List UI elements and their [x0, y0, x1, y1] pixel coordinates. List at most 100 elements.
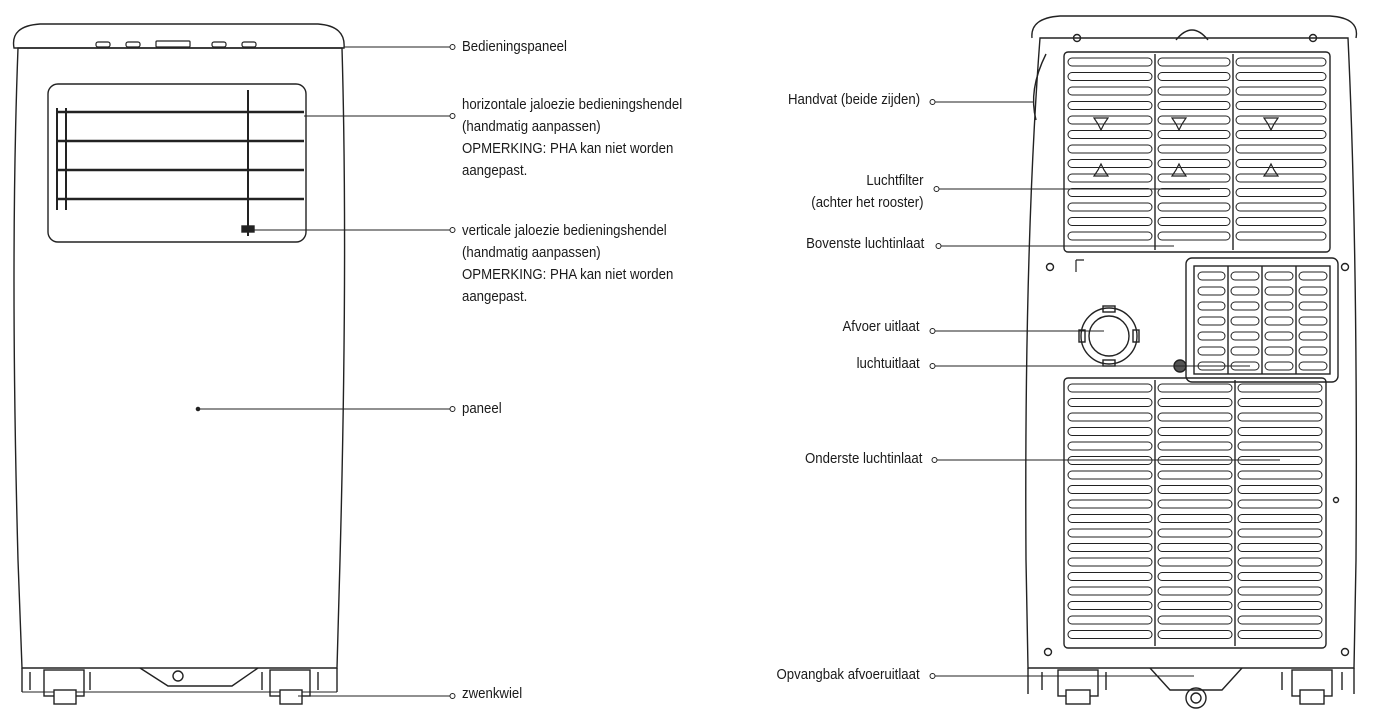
grille-slat	[1197, 286, 1226, 296]
grille-slat	[1157, 528, 1233, 538]
grille-slat	[1157, 173, 1231, 183]
grille-slat	[1157, 499, 1233, 509]
drain-outlet	[1078, 305, 1140, 367]
grille-slat	[1264, 346, 1294, 356]
grille-slat	[1067, 630, 1153, 639]
grille-slat	[1157, 159, 1231, 168]
back-base	[1027, 667, 1355, 709]
label-air-filter-line: Luchtfilter	[866, 172, 924, 189]
grille-slat	[1067, 101, 1153, 110]
grille-slat	[1067, 130, 1153, 139]
grille-slat	[1230, 286, 1260, 296]
back-side-handle	[1032, 53, 1047, 121]
front-caster-left	[29, 669, 91, 705]
grille-slat	[1237, 586, 1323, 596]
grille-slat	[1235, 217, 1327, 226]
front-top-cap	[12, 23, 345, 49]
grille-slat	[1237, 543, 1323, 552]
grille-slat	[1197, 301, 1226, 311]
grille-slat	[1157, 557, 1233, 567]
grille-slat	[1067, 557, 1153, 567]
label-air-filter-line: (achter het rooster)	[811, 194, 924, 211]
label-vertical-louver-line: OPMERKING: PHA kan niet worden	[462, 266, 674, 283]
grille-slat	[1067, 144, 1153, 154]
upper-grille-dividers	[1154, 54, 1234, 250]
grille-slat	[1235, 202, 1327, 212]
grille-slat	[1235, 231, 1327, 241]
label-air-outlet: luchtuitlaat	[856, 355, 920, 372]
grille-slat	[1157, 202, 1231, 212]
grille-slat	[1237, 601, 1323, 610]
grille-slat	[1230, 316, 1260, 326]
grille-slat	[1157, 543, 1233, 552]
grille-slat	[1157, 630, 1233, 639]
outlet-slats	[1197, 271, 1328, 371]
label-caster: zwenkwiel	[462, 685, 523, 702]
grille-slat	[1298, 301, 1328, 311]
grille-slat	[1157, 412, 1233, 422]
grille-slat	[1157, 231, 1231, 241]
grille-slat	[1237, 441, 1323, 451]
grille-slat	[1157, 601, 1233, 610]
label-vertical-louver: verticale jaloezie bedieningshendel (han…	[462, 220, 673, 308]
grille-slat	[1157, 217, 1231, 226]
back-caster-left	[1041, 669, 1107, 705]
grille-slat	[1235, 57, 1327, 67]
grille-slat	[1237, 514, 1323, 523]
grille-slat	[1264, 316, 1294, 326]
grille-slat	[1067, 173, 1153, 183]
grille-slat	[1157, 514, 1233, 523]
louver-end-bars	[56, 108, 67, 210]
grille-slat	[1264, 271, 1294, 281]
grille-slat	[1235, 86, 1327, 96]
grille-slat	[1157, 398, 1233, 407]
label-air-filter: Luchtfilter (achter het rooster)	[812, 170, 924, 214]
grille-slat	[1235, 101, 1327, 110]
grille-slat	[1157, 115, 1231, 125]
grille-slat	[1237, 557, 1323, 567]
air-outlet-frame	[1185, 257, 1339, 383]
back-body-outline	[1025, 37, 1358, 669]
label-horizontal-louver-line: (handmatig aanpassen)	[462, 118, 601, 135]
front-base	[21, 667, 338, 693]
grille-slat	[1197, 346, 1226, 356]
grille-slat	[1157, 586, 1233, 596]
outlet-dividers	[1227, 266, 1297, 374]
filter-clips	[1092, 117, 1280, 177]
grille-slat	[1298, 286, 1328, 296]
grille-slat	[1157, 72, 1231, 81]
grille-slat	[1235, 173, 1327, 183]
grille-slat	[1264, 301, 1294, 311]
grille-slat	[1157, 441, 1233, 451]
grille-slat	[1235, 144, 1327, 154]
label-drain-outlet: Afvoer uitlaat	[842, 318, 920, 335]
grille-slat	[1237, 499, 1323, 509]
grille-slat	[1067, 601, 1153, 610]
grille-slat	[1067, 115, 1153, 125]
grille-slat	[1157, 485, 1233, 494]
grille-slat	[1157, 383, 1233, 393]
grille-slat	[1197, 316, 1226, 326]
lower-grille-dividers	[1154, 380, 1236, 646]
grille-slat	[1237, 528, 1323, 538]
label-drain-tray: Opvangbak afvoeruitlaat	[776, 666, 920, 683]
grille-slat	[1067, 615, 1153, 625]
grille-slat	[1235, 130, 1327, 139]
grille-slat	[1237, 383, 1323, 393]
grille-slat	[1157, 615, 1233, 625]
label-horizontal-louver-line: aangepast.	[462, 162, 528, 179]
grille-slat	[1067, 72, 1153, 81]
grille-slat	[1230, 331, 1260, 341]
lower-grille-slats	[1067, 383, 1323, 639]
grille-slat	[1157, 427, 1233, 436]
grille-slat	[1298, 271, 1328, 281]
grille-slat	[1197, 271, 1226, 281]
lower-inlet-grille	[1063, 377, 1327, 649]
grille-slat	[1264, 361, 1294, 371]
grille-slat	[1235, 188, 1327, 197]
grille-slat	[1235, 115, 1327, 125]
label-lower-inlet: Onderste luchtinlaat	[804, 450, 922, 467]
grille-slat	[1067, 231, 1153, 241]
grille-slat	[1067, 202, 1153, 212]
upper-inlet-grille	[1063, 51, 1331, 253]
